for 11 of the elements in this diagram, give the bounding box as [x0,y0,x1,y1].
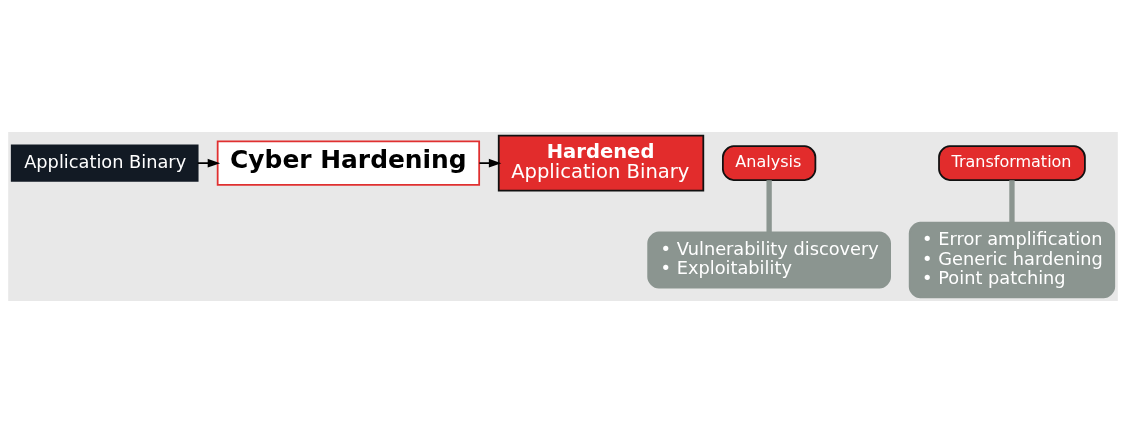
connector [766,180,772,233]
node-box: Cyber Hardening [216,140,481,186]
arrow [196,158,221,168]
connector [1009,180,1015,223]
node-box: • Error amplification • Generic hardening • Point patching [908,221,1116,299]
node-box: • Vulnerability discovery • Exploitability [647,231,891,289]
node-box: Transformation [938,145,1086,181]
node-box: Application Binary [10,144,199,182]
arrow [478,158,502,168]
node-box: Hardened Application Binary [497,134,705,192]
node-box: Analysis [722,145,817,181]
